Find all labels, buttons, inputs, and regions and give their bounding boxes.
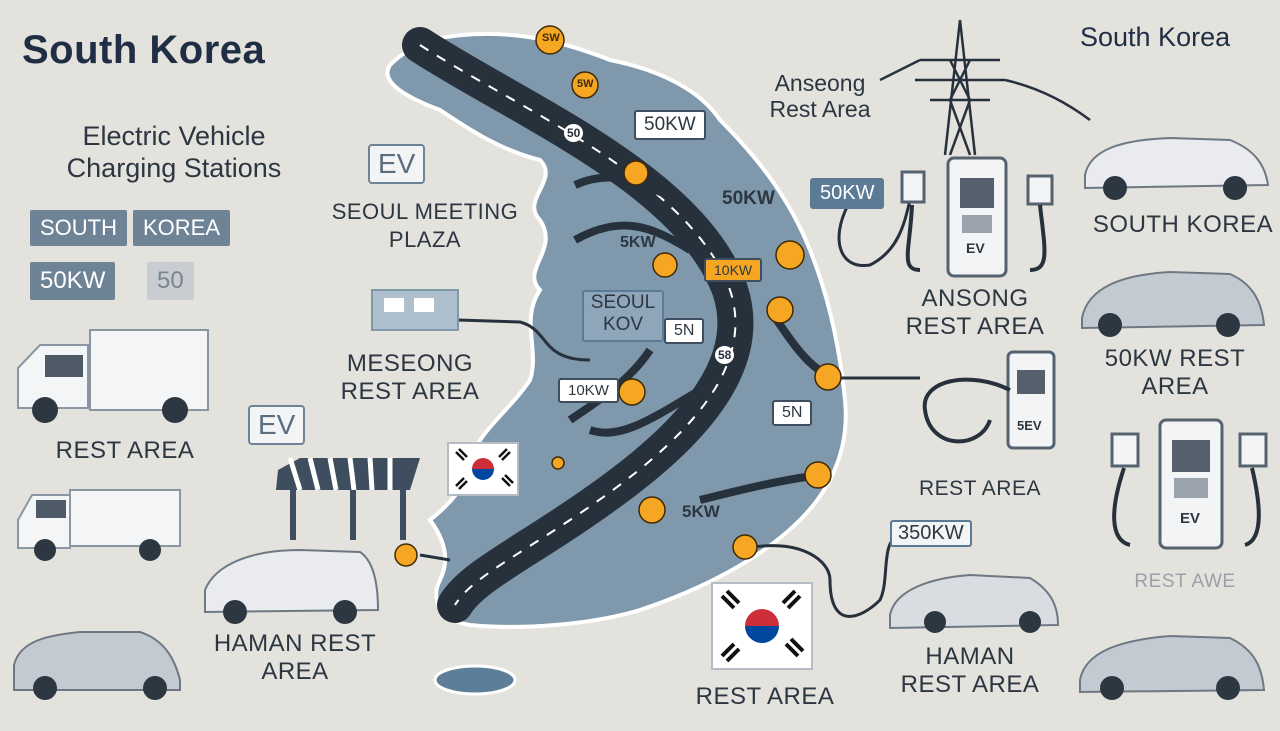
connector-line — [754, 533, 901, 618]
charger-pin-label: SW — [542, 32, 560, 44]
page-subtitle: Electric Vehicle Charging Stations — [66, 121, 282, 183]
kw-50-rest-area-label: 50KW REST AREA — [1104, 345, 1246, 400]
ansong-rest-area-label: ANSONG REST AREA — [905, 285, 1045, 340]
charging-station-icon — [1110, 418, 1268, 550]
legend-pill-50: 50 — [147, 262, 194, 300]
canopy-icon — [276, 457, 420, 540]
map-ev-tag: EV — [368, 144, 426, 184]
rest-area-label-mid: REST AREA — [919, 477, 1041, 500]
car-icon — [1084, 136, 1270, 200]
haman-rest-area-label: HAMAN REST AREA — [213, 630, 377, 685]
legend-pill-korea: KOREA — [133, 210, 231, 246]
jeju-island — [433, 664, 517, 696]
branch-road-4 — [588, 386, 703, 437]
kw-badge-5b: 5KW — [682, 502, 720, 521]
charger-pin-label: 5W — [577, 78, 594, 90]
car-icon — [1079, 634, 1266, 700]
connector-line — [419, 553, 451, 562]
korean-flag-icon — [447, 442, 519, 496]
branch-road-2 — [573, 221, 693, 254]
south-korea-label: SOUTH KOREA — [1092, 211, 1274, 238]
power-tower-icon — [879, 19, 1091, 156]
kw-badge-10: 10KW — [704, 258, 763, 282]
page-title-right: South Korea — [1080, 22, 1231, 52]
anseong-rest-area-label: Anseong Rest Area — [769, 70, 871, 122]
seoul-kov-box: SEOUL KOV — [582, 290, 664, 342]
charger-ev-label: EV — [966, 240, 985, 256]
road-number-badge: 50 — [564, 124, 584, 142]
seoul-meeting-plaza-label: SEOUL MEETING PLAZA — [331, 199, 519, 252]
connector-line — [457, 318, 591, 362]
truck-icon — [17, 329, 209, 423]
car-icon — [13, 631, 181, 700]
charger-ev-label: EV — [1180, 510, 1201, 527]
connector-line — [837, 199, 912, 268]
charging-station-icon — [900, 156, 1054, 278]
meseong-rest-area-label: MESEONG REST AREA — [340, 350, 480, 405]
road-number-badge: 58 — [715, 346, 735, 364]
main-highway-center-line — [419, 44, 737, 606]
haman-rest-area-label-right: HAMAN REST AREA — [900, 643, 1040, 698]
legend-pill-south: SOUTH — [30, 210, 127, 246]
kw-badge-5: 5KW — [620, 234, 656, 251]
minivan-icon — [204, 548, 380, 624]
rest-area-label-bottom: REST AREA — [695, 683, 835, 710]
kw-badge-50b: 50KW — [722, 188, 775, 209]
charger-ev-label: 5EV — [1017, 418, 1042, 433]
page-title: South Korea — [22, 28, 266, 72]
korean-flag-icon — [711, 582, 813, 670]
rest-area-faded-label: REST AWE — [1134, 571, 1236, 592]
rest-area-building-icon — [371, 289, 459, 331]
kw-tag-50: 50KW — [810, 178, 885, 209]
car-icon — [889, 573, 1060, 633]
kw-badge-10b: 10KW — [558, 378, 619, 403]
van-icon — [17, 489, 181, 561]
legend-pill-50kw: 50KW — [30, 262, 116, 300]
kw-tag-350: 350KW — [890, 520, 972, 547]
kw-badge-50: 50KW — [634, 110, 706, 140]
charger-pins — [394, 25, 842, 567]
car-icon — [1081, 270, 1266, 337]
ev-tag: EV — [248, 405, 306, 445]
seoul-kov-line1: SEOUL — [590, 292, 656, 313]
charging-station-icon — [922, 350, 1056, 450]
kw-badge-5n-b: 5N — [772, 400, 813, 426]
seoul-kov-line2: KOV — [602, 314, 644, 335]
rest-area-label: REST AREA — [55, 437, 195, 464]
kw-badge-5n: 5N — [664, 318, 705, 344]
